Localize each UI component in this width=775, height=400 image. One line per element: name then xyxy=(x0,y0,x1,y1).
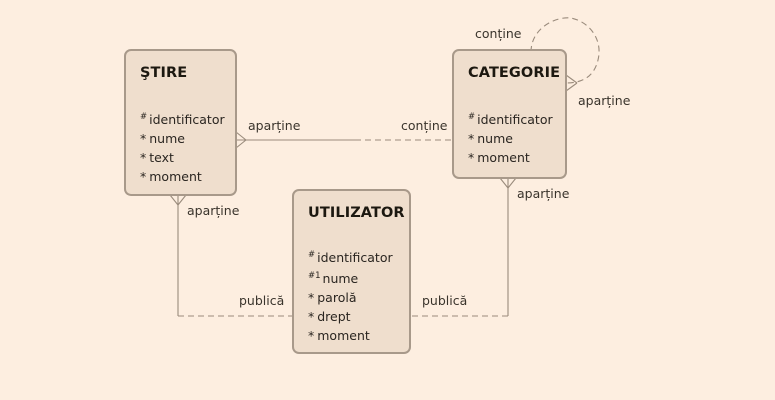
label-stire-utilizator-apartine: aparține xyxy=(187,203,240,218)
entity-categorie-title: CATEGORIE xyxy=(468,65,561,81)
attribute: *moment xyxy=(308,328,370,343)
label-self-apartine: aparține xyxy=(578,93,631,108)
rel-stire-categorie xyxy=(235,131,452,149)
attribute: *parolă xyxy=(308,290,357,305)
entity-utilizator-title: UTILIZATOR xyxy=(308,205,405,221)
attribute: *nume xyxy=(140,131,185,146)
label-self-contine: conține xyxy=(475,26,522,41)
label-categorie-utilizator-publica: publică xyxy=(422,293,468,308)
rel-categorie-utilizator xyxy=(410,177,517,317)
attribute: *nume xyxy=(468,131,513,146)
rel-stire-utilizator xyxy=(169,194,292,317)
label-stire-utilizator-publica: publică xyxy=(239,293,285,308)
label-categorie-contine: conține xyxy=(401,118,448,133)
rel-categorie-self xyxy=(530,17,600,92)
entity-stire-attributes: #identificator *nume *text *moment xyxy=(140,108,225,186)
attribute: #identificator xyxy=(140,112,225,127)
entity-categorie[interactable]: CATEGORIE #identificator *nume *moment xyxy=(452,49,567,179)
attribute: *drept xyxy=(308,309,351,324)
label-categorie-utilizator-apartine: aparține xyxy=(517,186,570,201)
attribute: *moment xyxy=(468,150,530,165)
entity-stire[interactable]: ŞTIRE #identificator *nume *text *moment xyxy=(124,49,237,196)
attribute: *text xyxy=(140,150,174,165)
attribute: #identificator xyxy=(468,112,553,127)
label-stire-apartine: aparține xyxy=(248,118,301,133)
attribute: #identificator xyxy=(308,250,393,265)
attribute: *moment xyxy=(140,169,202,184)
entity-categorie-attributes: #identificator *nume *moment xyxy=(468,108,553,167)
entity-stire-title: ŞTIRE xyxy=(140,65,188,81)
